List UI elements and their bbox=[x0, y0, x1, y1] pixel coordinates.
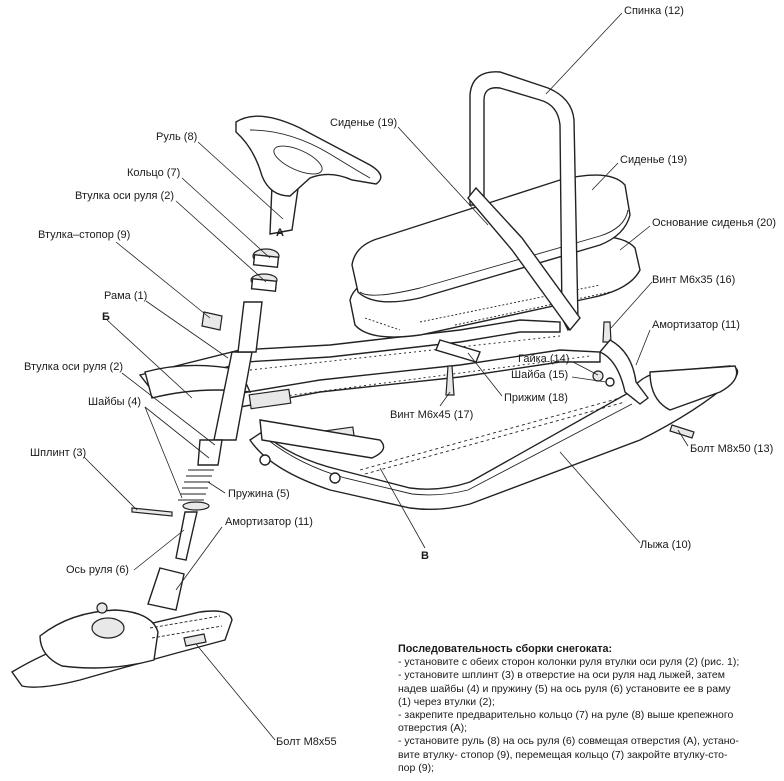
instruction-line: - установите шплинт (3) в отверстие на о… bbox=[398, 669, 725, 682]
label-vtulka-osi-bottom: Втулка оси руля (2) bbox=[24, 361, 123, 373]
front-ski bbox=[10, 602, 233, 688]
label-spinka: Спинка (12) bbox=[624, 5, 684, 17]
instruction-line: - закрепите предварительно кольцо (7) на… bbox=[398, 709, 734, 722]
label-amortizator-bottom: Амортизатор (11) bbox=[225, 516, 313, 528]
lock-bushing bbox=[201, 311, 223, 331]
rear-shock bbox=[598, 339, 649, 405]
instruction-line: - установите руль (8) на ось руля (6) со… bbox=[398, 735, 739, 748]
label-mark-a: А bbox=[276, 227, 284, 239]
handlebar bbox=[235, 115, 382, 197]
instruction-line: отверстия (А); bbox=[398, 722, 467, 735]
label-pruzhina: Пружина (5) bbox=[228, 488, 290, 500]
label-vtulka-osi-top: Втулка оси руля (2) bbox=[75, 190, 174, 202]
label-gaika: Гайка (14) bbox=[518, 353, 569, 365]
label-mark-v: В bbox=[421, 550, 429, 562]
assembly-instructions: Последовательность сборки снегоката: - у… bbox=[398, 643, 778, 775]
label-shplint: Шплинт (3) bbox=[30, 447, 86, 459]
label-os-rulya: Ось руля (6) bbox=[66, 564, 129, 576]
scooter-drawing bbox=[10, 71, 739, 688]
label-sidenie-left: Сиденье (19) bbox=[330, 117, 397, 129]
label-lyzha: Лыжа (10) bbox=[640, 539, 691, 551]
label-bolt-m8x50: Болт М8х50 (13) bbox=[690, 443, 773, 455]
label-prizhim: Прижим (18) bbox=[504, 392, 568, 404]
bolt-m8x50 bbox=[669, 424, 695, 439]
screw-m6x35 bbox=[602, 321, 612, 343]
label-koltso: Кольцо (7) bbox=[127, 167, 180, 179]
washer bbox=[605, 377, 615, 387]
label-rama: Рама (1) bbox=[104, 290, 147, 302]
axle-assembly bbox=[131, 439, 223, 611]
label-amortizator-top: Амортизатор (11) bbox=[652, 319, 740, 331]
label-osnovanie: Основание сиденья (20) bbox=[652, 217, 776, 229]
label-mark-b: Б bbox=[102, 311, 110, 323]
label-vtulka-stopor: Втулка–стопор (9) bbox=[38, 229, 130, 241]
instruction-line: (1) через втулки (2); bbox=[398, 695, 495, 708]
label-vint-m6x45: Винт М6х45 (17) bbox=[390, 409, 473, 421]
leader-lines bbox=[83, 12, 689, 741]
nut bbox=[592, 370, 604, 382]
instructions-title: Последовательность сборки снегоката: bbox=[398, 643, 613, 655]
instruction-line: - установите с обеих сторон колонки руля… bbox=[398, 656, 740, 669]
instruction-line: пор (9); bbox=[398, 761, 435, 774]
screw-m6x45 bbox=[445, 365, 455, 396]
main-ski bbox=[249, 365, 739, 511]
instruction-line: надев шайбы (4) и пружину (5) на ось рул… bbox=[398, 682, 731, 695]
label-rul: Руль (8) bbox=[156, 131, 197, 143]
clamp bbox=[435, 339, 481, 363]
label-shaiba: Шайба (15) bbox=[511, 369, 568, 381]
instruction-line: вите втулку- стопор (9), перемещая кольц… bbox=[398, 748, 728, 761]
label-bolt-m8x55: Болт М8х55 bbox=[276, 736, 337, 748]
label-sidenie-right: Сиденье (19) bbox=[620, 154, 687, 166]
backrest bbox=[467, 71, 581, 332]
part-labels: Спинка (12) Сиденье (19) Сиденье (19) Ос… bbox=[24, 5, 776, 748]
label-vint-m6x35: Винт М6х35 (16) bbox=[652, 274, 735, 286]
label-shaiby: Шайбы (4) bbox=[88, 396, 141, 408]
